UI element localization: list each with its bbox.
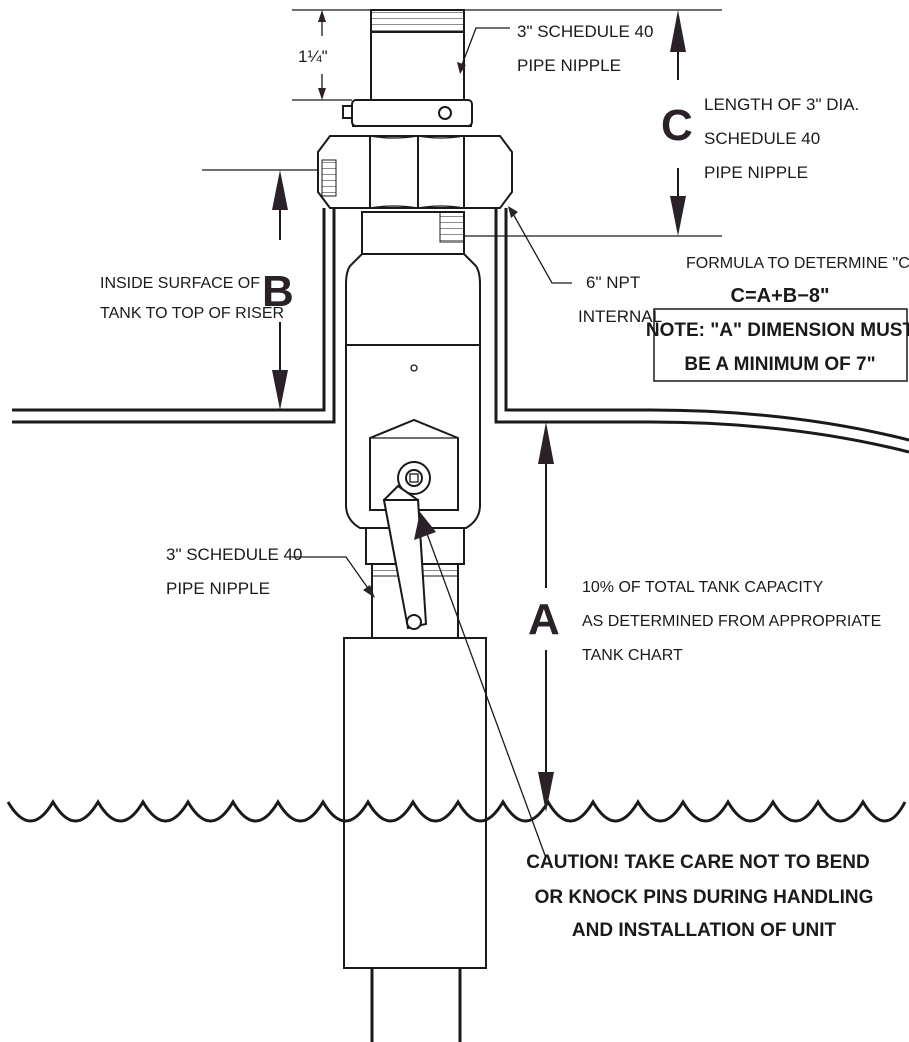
caution-line-3: AND INSTALLATION OF UNIT bbox=[572, 920, 837, 941]
hex-nut bbox=[317, 135, 513, 209]
caution-line-2: OR KNOCK PINS DURING HANDLING bbox=[535, 887, 874, 908]
c-desc-3: PIPE NIPPLE bbox=[704, 163, 808, 182]
note-box bbox=[653, 308, 908, 382]
dimension-a-letter: A bbox=[528, 595, 560, 644]
caution-line-1: CAUTION! TAKE CARE NOT TO BEND bbox=[526, 852, 869, 873]
b-desc-1: INSIDE SURFACE OF bbox=[100, 275, 260, 292]
top-nipple-label-1: 3" SCHEDULE 40 bbox=[517, 22, 653, 41]
c-desc-1: LENGTH OF 3" DIA. bbox=[704, 95, 859, 114]
tank-riser bbox=[322, 208, 508, 410]
dimension-quarter-label: 1¼" bbox=[298, 47, 328, 66]
leader-lines bbox=[292, 27, 572, 859]
dimension-quarter bbox=[292, 9, 371, 101]
float-cylinder bbox=[343, 637, 487, 1042]
c-desc-2: SCHEDULE 40 bbox=[704, 129, 820, 148]
lower-nipple-label-2: PIPE NIPPLE bbox=[166, 579, 270, 598]
dimension-c bbox=[464, 9, 722, 237]
lower-pipe-nipple bbox=[371, 499, 459, 639]
dimension-a bbox=[538, 422, 554, 812]
liquid-level-wave bbox=[6, 799, 907, 823]
b-desc-2: TANK TO TOP OF RISER bbox=[100, 305, 284, 322]
tank-top-surface bbox=[12, 398, 909, 454]
formula-title: FORMULA TO DETERMINE "C" bbox=[686, 255, 909, 272]
npt-label-1: 6" NPT bbox=[586, 273, 640, 292]
collar-ring bbox=[342, 99, 473, 127]
a-desc-3: TANK CHART bbox=[582, 647, 683, 664]
top-pipe-nipple bbox=[370, 9, 465, 101]
top-nipple-label-2: PIPE NIPPLE bbox=[517, 56, 621, 75]
dimension-c-letter: C bbox=[661, 101, 693, 150]
a-desc-1: 10% OF TOTAL TANK CAPACITY bbox=[582, 579, 824, 596]
npt-label-2: INTERNAL bbox=[578, 307, 662, 326]
note-line-1: NOTE: "A" DIMENSION MUST bbox=[646, 320, 909, 341]
dimension-b-letter: B bbox=[262, 267, 294, 316]
dimension-b bbox=[202, 169, 318, 410]
note-line-2: BE A MINIMUM OF 7" bbox=[684, 354, 875, 375]
lower-nipple-label-1: 3" SCHEDULE 40 bbox=[166, 545, 302, 564]
formula: C=A+B−8" bbox=[731, 285, 830, 307]
a-desc-2: AS DETERMINED FROM APPROPRIATE bbox=[582, 613, 881, 630]
